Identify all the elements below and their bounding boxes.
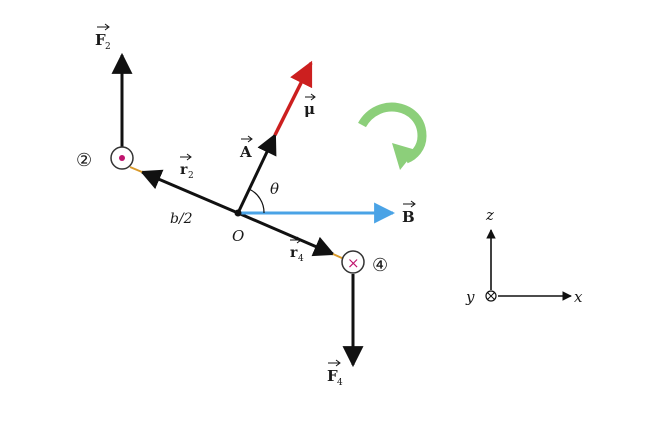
- origin-label: O: [232, 227, 244, 245]
- force-f2-label: F 2: [95, 23, 111, 52]
- f2-letter: F: [95, 31, 106, 49]
- wire-4-number: ④: [372, 255, 388, 276]
- b-label: B: [402, 200, 416, 226]
- cross-mark: ×: [347, 254, 360, 272]
- r4-label: r 4: [290, 236, 304, 264]
- half-b-label: b/2: [170, 211, 193, 227]
- r2-tip-segment: [129, 166, 143, 173]
- origin-point: [234, 209, 242, 217]
- theta-arc: [248, 188, 265, 214]
- wire-2-out-of-page-icon: [110, 146, 134, 170]
- wire-2-number: ②: [76, 150, 92, 171]
- area-vector-a-label: A: [239, 135, 253, 161]
- r4-arm-arrow: [237, 211, 335, 257]
- theta-label: θ: [270, 180, 279, 198]
- f4-letter: F: [327, 367, 338, 385]
- coordinate-axes: z x y: [465, 206, 583, 306]
- r2-subscript: 2: [188, 171, 194, 181]
- z-axis-label: z: [485, 206, 494, 224]
- r2-label: r 2: [180, 153, 194, 181]
- f4-subscript: 4: [337, 378, 343, 388]
- mu-label: μ: [304, 93, 316, 118]
- wire-4-into-page-icon: ×: [341, 250, 365, 274]
- y-axis-label: y: [465, 288, 475, 306]
- area-vector-a-arrow: [236, 133, 277, 214]
- r4-letter: r: [290, 245, 298, 261]
- magnetic-moment-mu-arrow: [273, 60, 313, 136]
- y-axis-into-page-icon: [485, 290, 497, 302]
- r4-subscript: 4: [298, 254, 304, 264]
- x-axis-label: x: [574, 288, 583, 306]
- a-letter: A: [239, 143, 252, 161]
- b-letter: B: [402, 208, 415, 226]
- force-f4-label: F 4: [327, 359, 343, 388]
- clockwise-rotation-arrow-icon: [358, 102, 427, 170]
- f2-subscript: 2: [105, 42, 111, 52]
- mu-letter: μ: [304, 100, 315, 118]
- r2-letter: r: [180, 162, 188, 178]
- r2-arm-arrow: [140, 169, 239, 215]
